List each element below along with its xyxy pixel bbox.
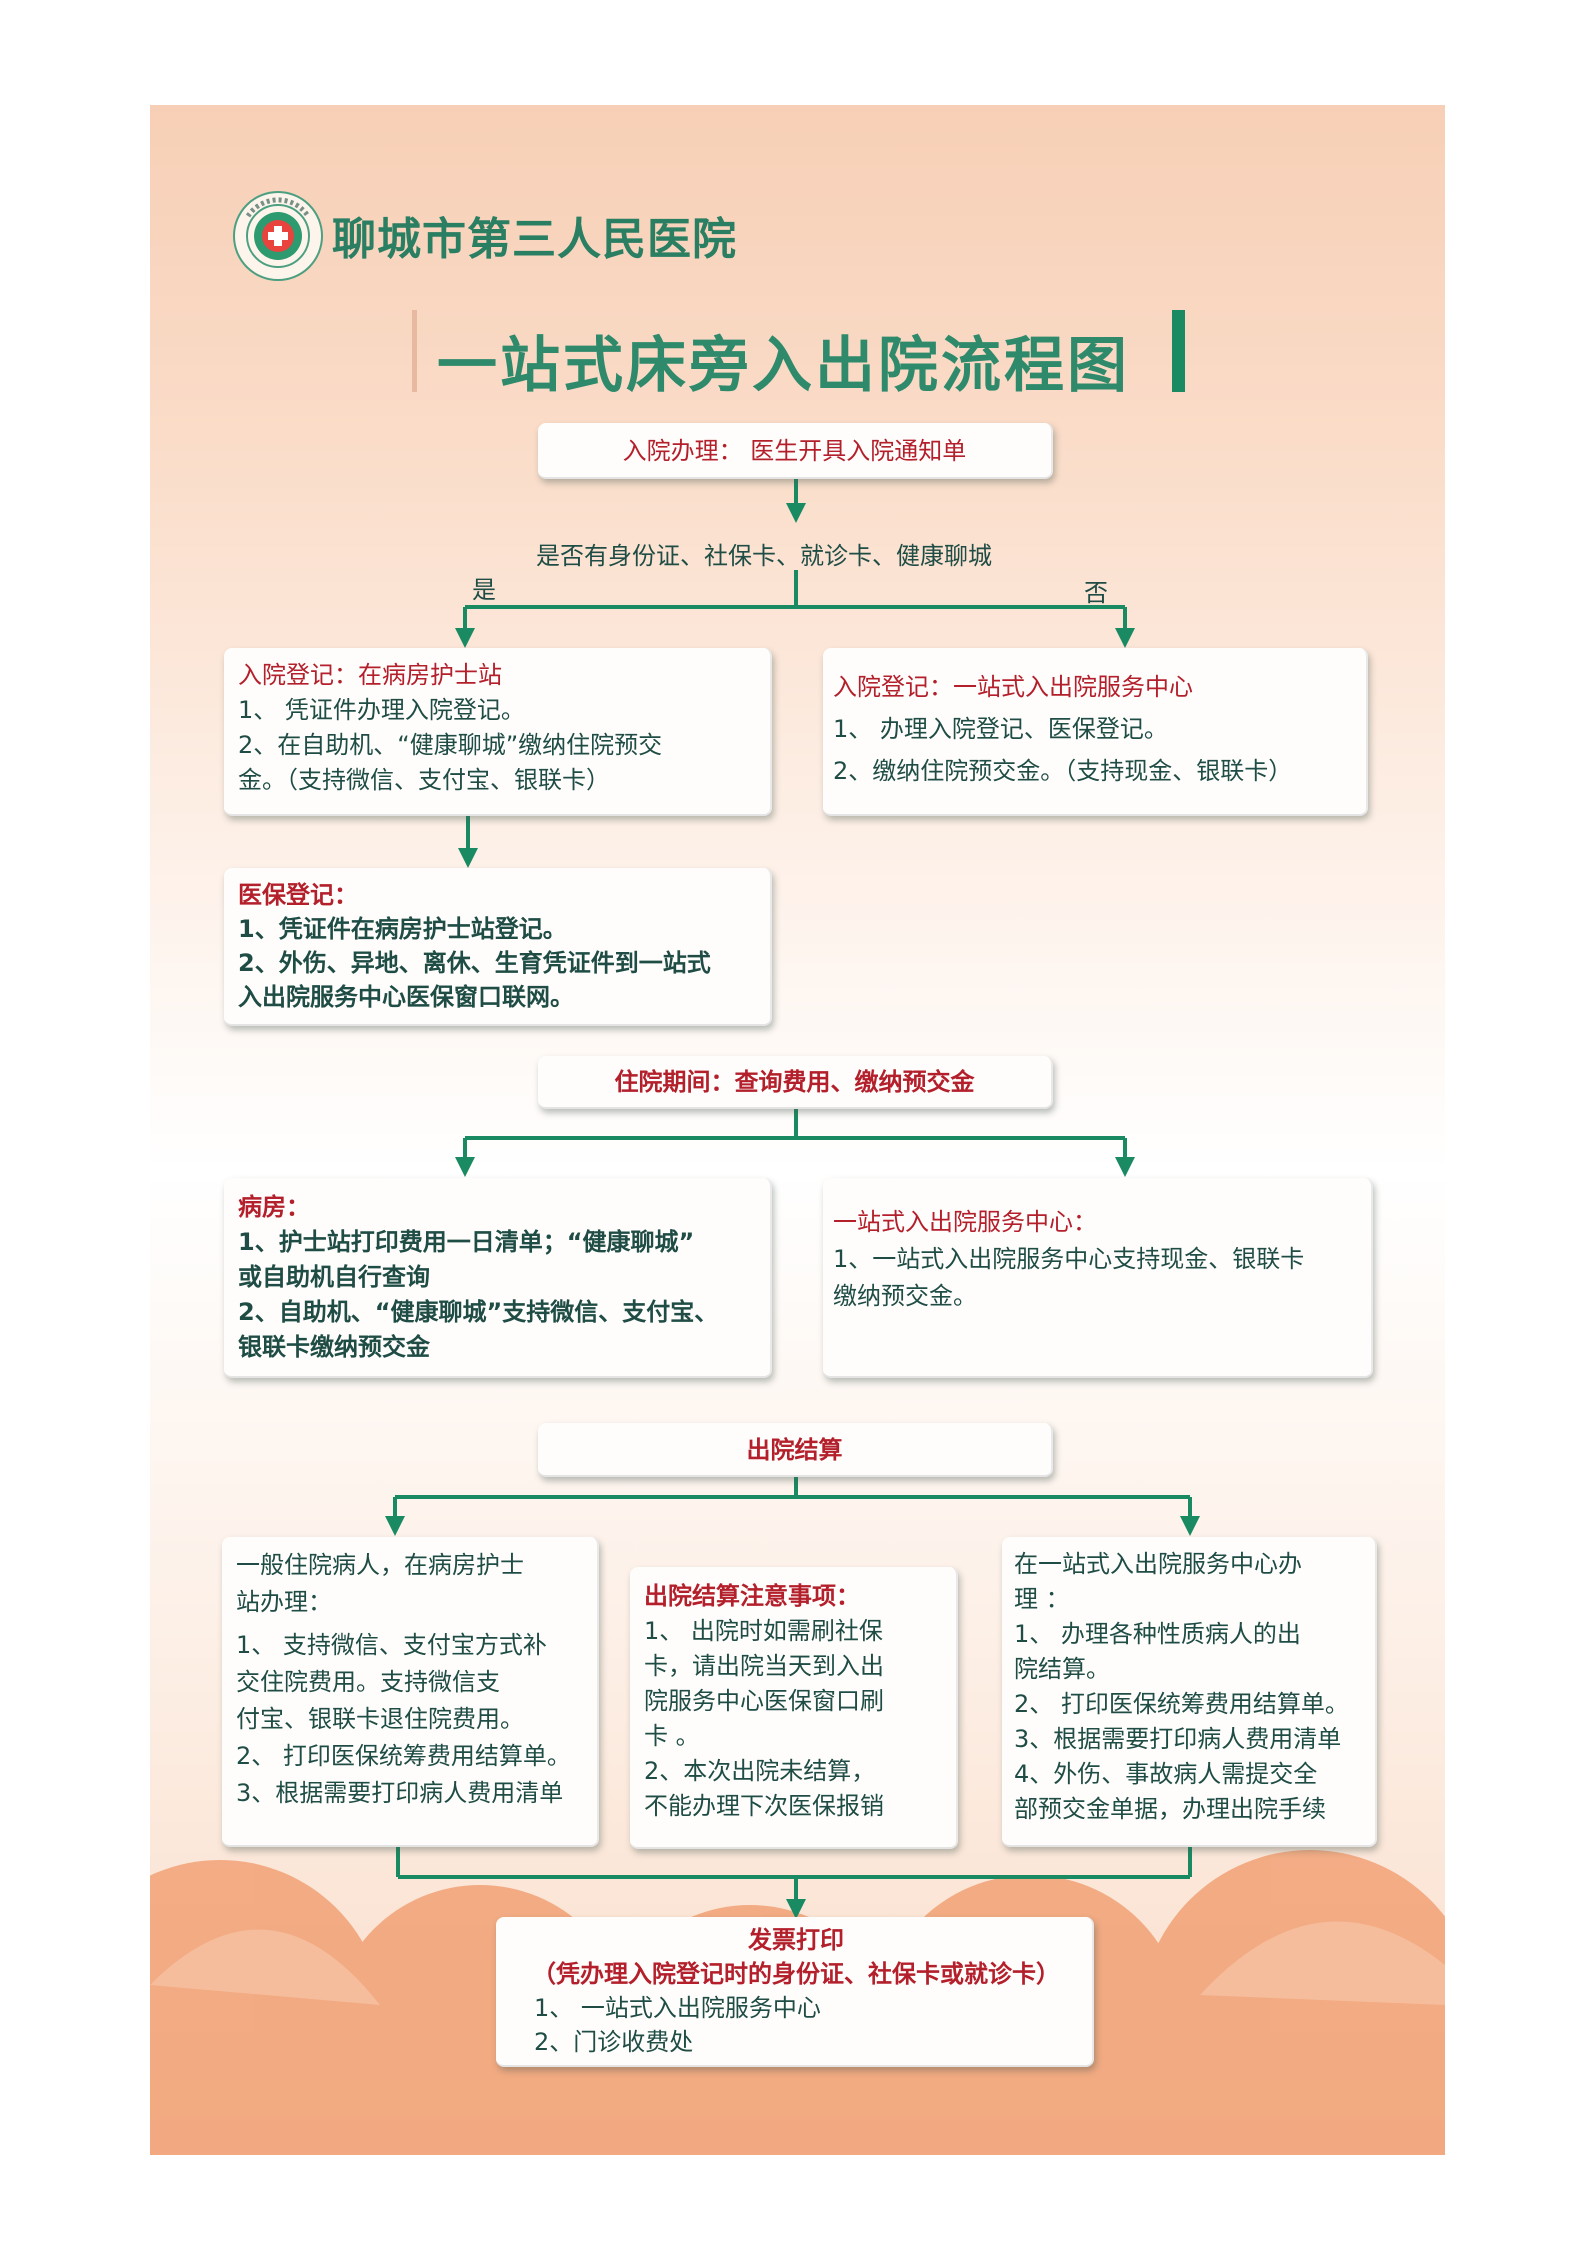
yes-label: 是 [472,576,496,604]
discharge-notes-box: 出院结算注意事项： 1、 出院时如需刷社保 卡，请出院当天到入出 院服务中心医保… [630,1567,958,1849]
hospital-name: 聊城市第三人民医院 [332,214,737,265]
stay-box: 住院期间：查询费用、缴纳预交金 [538,1056,1053,1109]
admission-start-box: 入院办理： 医生开具入院通知单 [538,423,1053,479]
title-bar-right [1172,310,1185,392]
flow-connectors [385,478,1200,1919]
no-label: 否 [1084,579,1108,607]
center-payment-box: 一站式入出院服务中心： 1、一站式入出院服务中心支持现金、银联卡 缴纳预交金。 [823,1178,1373,1378]
poster-background: 聊城市第三人民医院 一站式床旁入出院流程图 [150,105,1445,2155]
insurance-registration-box: 医保登记： 1、凭证件在病房护士站登记。 2、外伤、异地、离休、生育凭证件到一站… [224,868,772,1026]
document-question: 是否有身份证、社保卡、就诊卡、健康聊城 [536,542,992,570]
ward-discharge-box: 一般住院病人，在病房护士 站办理： 1、 支持微信、支付宝方式补 交住院费用。支… [222,1537,599,1847]
center-admission-box: 入院登记：一站式入出院服务中心 1、 办理入院登记、医保登记。 2、缴纳住院预交… [823,648,1368,816]
discharge-box: 出院结算 [538,1423,1053,1477]
page-title: 一站式床旁入出院流程图 [437,331,1130,401]
ward-payment-box: 病房： 1、护士站打印费用一日清单；“健康聊城” 或自助机自行查询 2、自助机、… [224,1178,772,1378]
center-discharge-box: 在一站式入出院服务中心办 理 ： 1、 办理各种性质病人的出 院结算。 2、 打… [1002,1537,1377,1847]
hospital-seal-icon [233,191,323,281]
ward-admission-box: 入院登记：在病房护士站 1、 凭证件办理入院登记。 2、在自助机、“健康聊城”缴… [224,648,772,816]
title-bar-left [412,310,417,392]
invoice-box: 发票打印 （凭办理入院登记时的身份证、社保卡或就诊卡） 1、 一站式入出院服务中… [496,1917,1094,2067]
